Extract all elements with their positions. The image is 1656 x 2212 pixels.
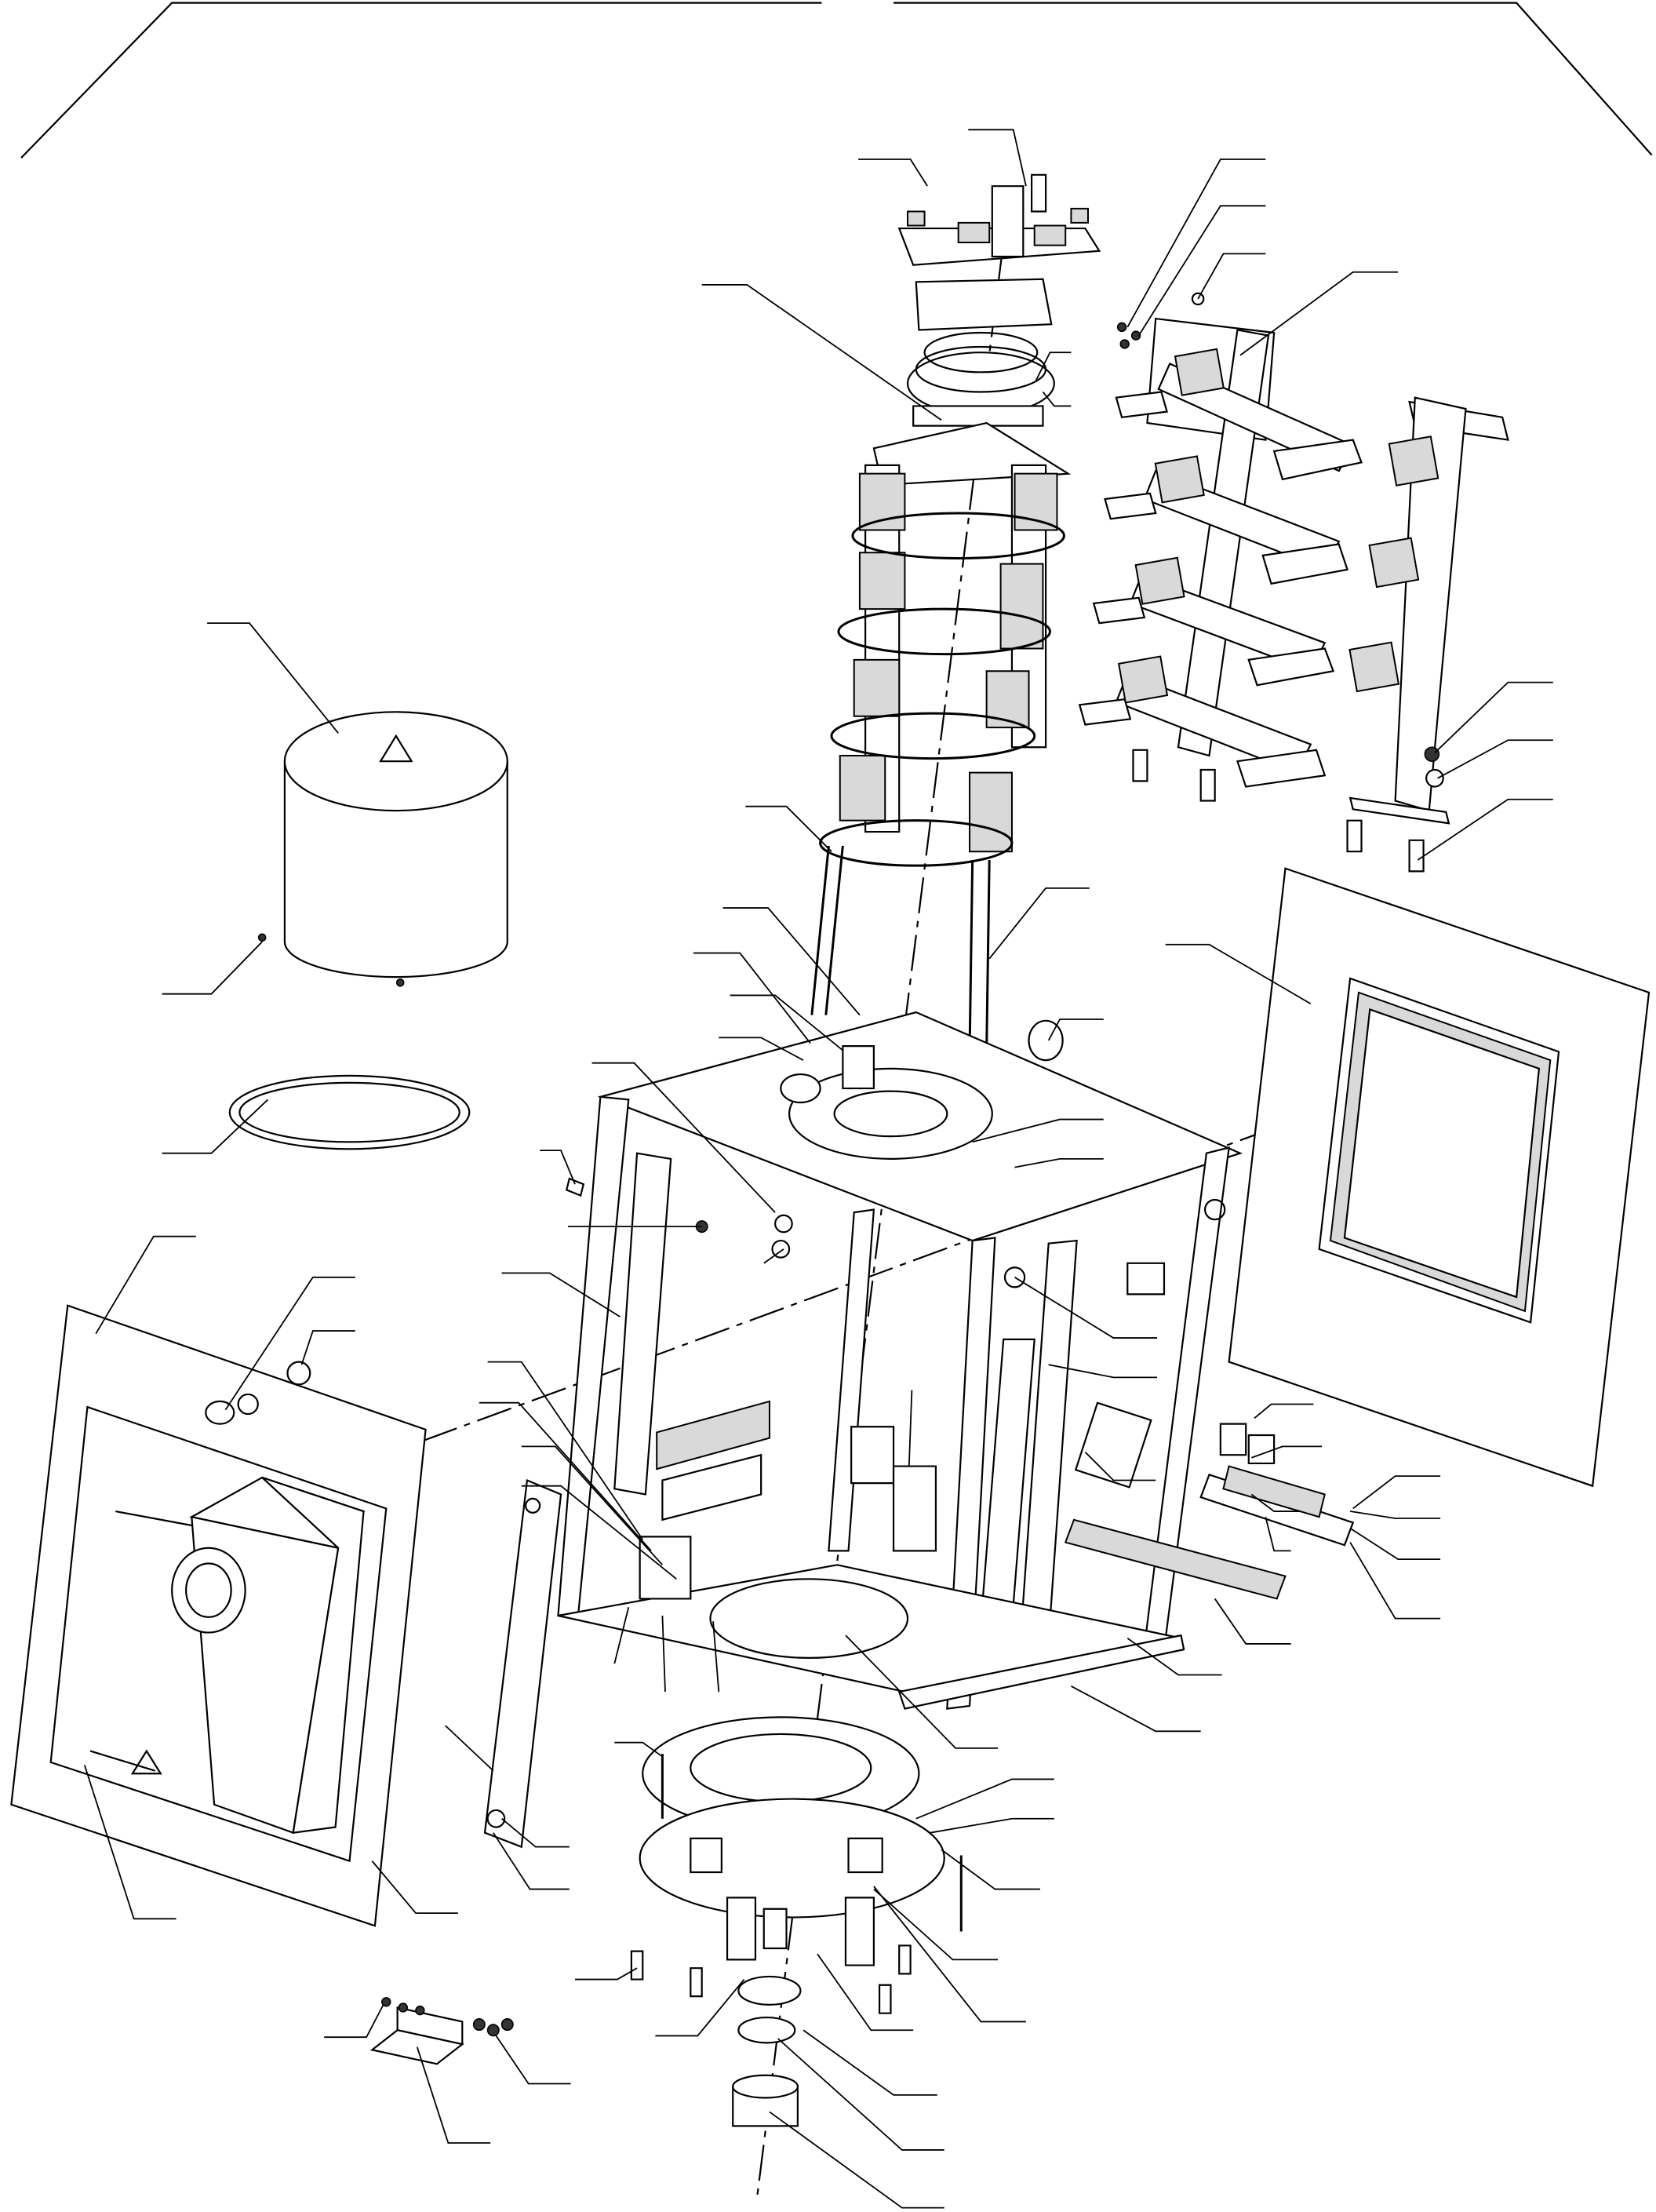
insulator-column	[812, 175, 1100, 1051]
gasket-ring	[230, 1076, 469, 1149]
bolts	[1118, 293, 1443, 872]
left-side-door	[11, 1306, 425, 1926]
cylindrical-cover	[259, 712, 508, 986]
cubicle-frame	[558, 1012, 1240, 1709]
lower-flange-assembly	[631, 1717, 961, 2126]
contact-insulators	[1119, 349, 1438, 703]
warning-triangle-icon	[380, 736, 412, 761]
bracket-and-bolts	[372, 1998, 513, 2064]
door-warning-triangle-icon	[133, 1751, 161, 1773]
terminal-block	[657, 1401, 770, 1469]
contact-jaws	[1079, 392, 1361, 786]
frame-lines	[21, 3, 1652, 159]
callout-leaders	[85, 129, 1553, 2207]
lifting-eye	[1029, 1021, 1063, 1060]
right-side-panel	[1229, 869, 1649, 1486]
terminal-strips	[1065, 1424, 1353, 1599]
disconnector-frame	[1079, 293, 1508, 872]
insulator-column-right	[970, 465, 1057, 851]
side-strip	[485, 1481, 561, 1847]
